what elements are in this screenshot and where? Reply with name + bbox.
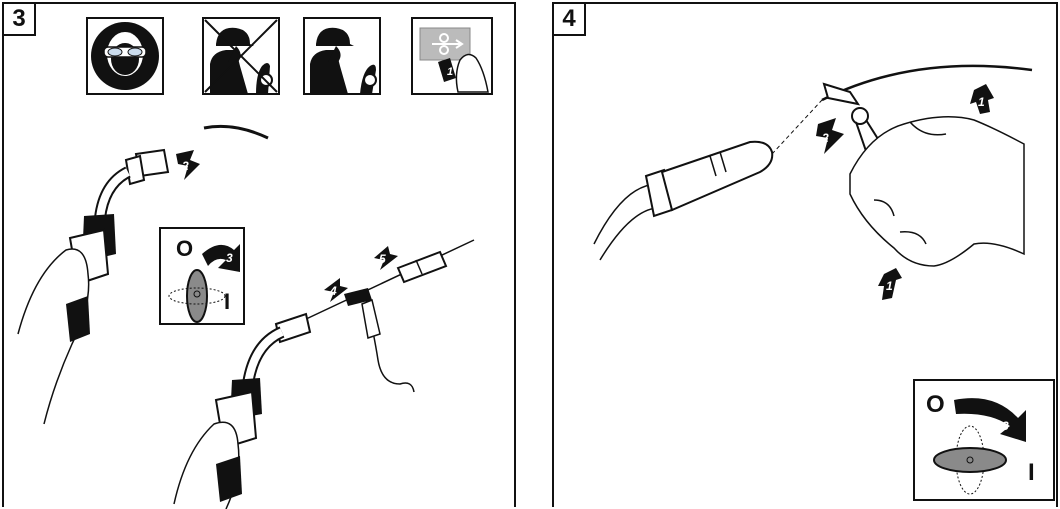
power-switch-diagram: O I 3 bbox=[160, 228, 244, 324]
safety-goggles-icon bbox=[87, 18, 163, 94]
switch-off-symbol: O bbox=[926, 391, 945, 418]
step-4-illustration: 1 2 1 O I 3 bbox=[554, 4, 1060, 509]
step-3-illustration: 1 2 O I 3 bbox=[4, 4, 518, 509]
arrow-label-2: 2 bbox=[181, 159, 189, 173]
squeeze-arrow-bottom: 1 bbox=[878, 268, 902, 300]
no-face-to-torch-icon bbox=[203, 18, 279, 94]
liner-remove-arrow: 4 bbox=[324, 278, 348, 302]
step-3-panel: 3 bbox=[2, 2, 516, 507]
feed-direction-arrow: 2 bbox=[176, 150, 200, 180]
nozzle-remove-arrow: 5 bbox=[374, 246, 398, 270]
wire-feed-button-icon: 1 bbox=[412, 18, 492, 94]
wire-feed-step-label: 1 bbox=[447, 66, 453, 78]
arrow-label-1-top: 1 bbox=[978, 95, 985, 109]
power-switch-diagram: O I 3 bbox=[914, 380, 1054, 500]
arrow-label-4: 4 bbox=[329, 284, 337, 298]
wire-cutter-in-hand bbox=[824, 84, 1024, 266]
switch-step-label: 3 bbox=[1002, 419, 1009, 433]
switch-step-label: 3 bbox=[226, 251, 233, 265]
step-4-panel: 4 1 bbox=[552, 2, 1058, 507]
switch-on-symbol: I bbox=[224, 289, 230, 314]
arrow-label-3: 3 bbox=[4, 4, 5, 5]
arrow-label-5: 5 bbox=[379, 252, 386, 266]
switch-off-symbol: O bbox=[176, 236, 193, 261]
squeeze-arrow-top: 1 bbox=[970, 84, 994, 114]
switch-on-symbol: I bbox=[1028, 459, 1035, 486]
arrow-label-1-bottom: 1 bbox=[886, 279, 893, 293]
face-away-torch-icon bbox=[304, 18, 380, 94]
cut-direction-arrow: 2 bbox=[816, 118, 844, 154]
arrow-label-2: 2 bbox=[821, 131, 829, 145]
